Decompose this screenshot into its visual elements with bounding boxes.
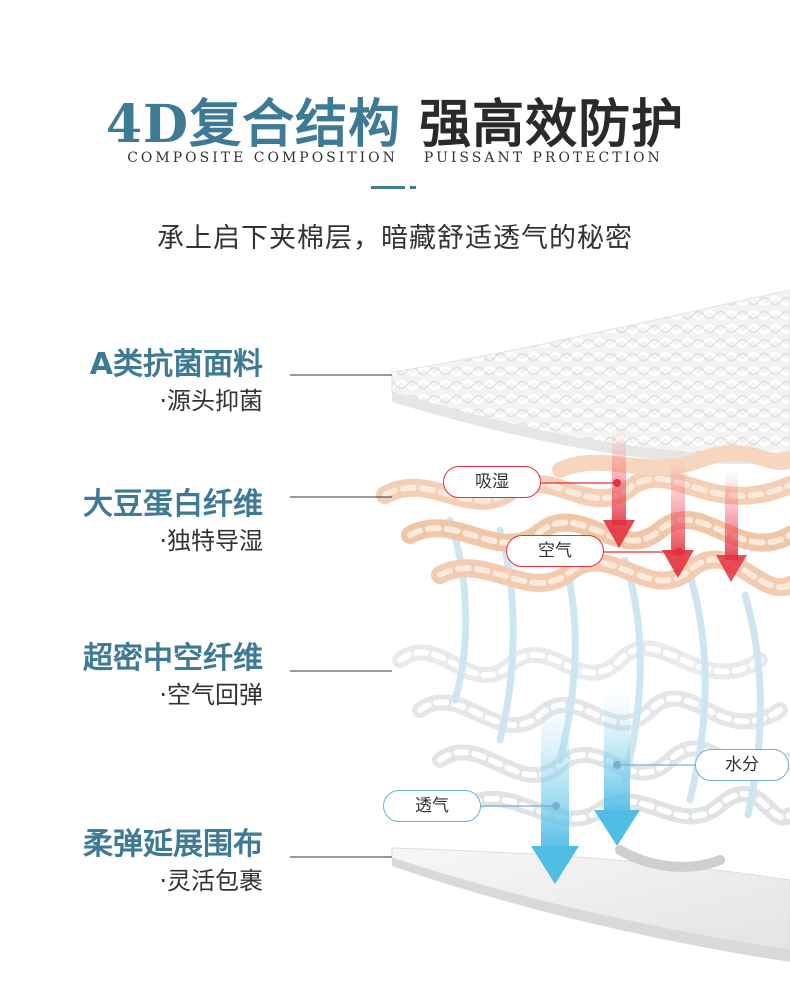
callout-absorb: 吸湿: [443, 466, 541, 498]
layer-label-wrap: 柔弹延展围布 ·灵活包裹: [83, 826, 263, 898]
callout-moisture: 水分: [695, 749, 789, 781]
layer-desc: ·源头抑菌: [159, 387, 263, 415]
tagline: 承上启下夹棉层，暗藏舒适透气的秘密: [157, 223, 633, 254]
elastic-wrap-layer: [391, 845, 790, 962]
title-divider: [371, 186, 405, 189]
red-arrow-1: [603, 430, 635, 548]
red-moisture-arrows: [603, 430, 747, 582]
red-arrow-3: [716, 470, 747, 582]
blue-arrow-2: [594, 690, 640, 846]
layer-desc: ·灵活包裹: [159, 867, 263, 895]
layer-name: A类抗菌面料: [89, 347, 263, 382]
title-part-protection: 强高效防护: [419, 94, 685, 155]
layer-label-fabric: A类抗菌面料 ·源头抑菌: [90, 346, 263, 418]
blue-flow-arrows: [531, 690, 640, 884]
layer-desc: ·空气回弹: [159, 681, 263, 709]
title-divider-dot: [410, 186, 416, 189]
layer-name: 超密中空纤维: [83, 641, 263, 676]
red-arrow-2: [662, 460, 694, 578]
layer-desc: ·独特导湿: [159, 527, 263, 555]
subtitle-protection: PUISSANT PROTECTION: [423, 150, 663, 166]
layer-label-hollow: 超密中空纤维 ·空气回弹: [83, 640, 263, 712]
callout-air: 空气: [506, 535, 604, 567]
callout-breathe: 透气: [383, 790, 481, 822]
blue-arrow-1: [531, 700, 579, 884]
layer-name: 柔弹延展围布: [83, 827, 263, 862]
title-part-structure: 4D复合结构: [105, 94, 402, 155]
antibacterial-fabric-layer: [391, 289, 790, 464]
english-subtitle: COMPOSITE COMPOSITION PUISSANT PROTECTION: [0, 150, 790, 166]
callout-connectors: [480, 479, 695, 810]
subtitle-composition: COMPOSITE COMPOSITION: [127, 150, 398, 166]
layer-label-soy: 大豆蛋白纤维 ·独特导湿: [83, 486, 263, 558]
leader-lines: [290, 374, 392, 858]
layer-name: 大豆蛋白纤维: [83, 487, 263, 522]
page-title: 4D复合结构强高效防护: [0, 82, 790, 157]
